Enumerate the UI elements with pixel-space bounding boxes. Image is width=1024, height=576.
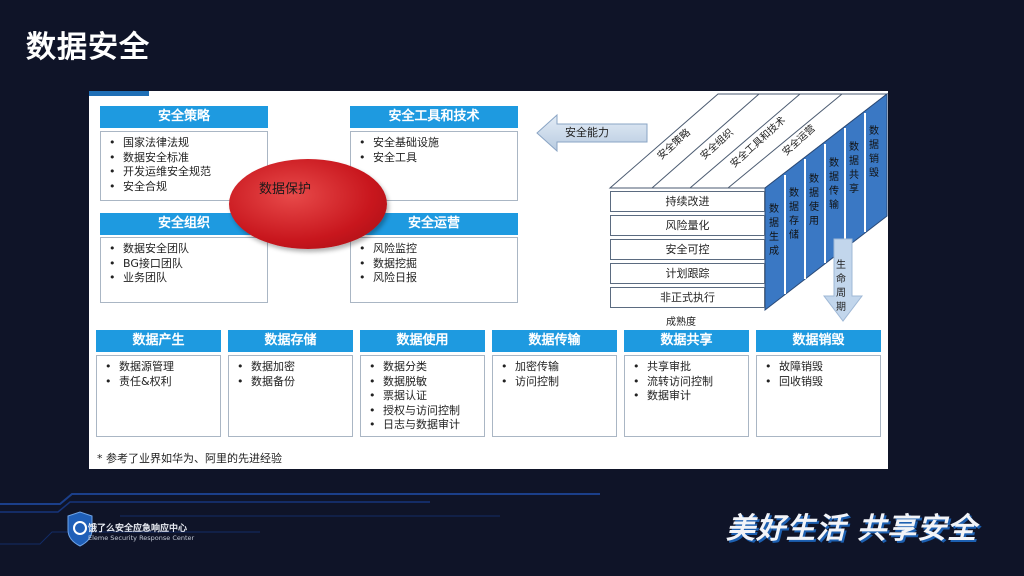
list-item: 票据认证 <box>369 389 478 404</box>
footer-circuit-graphic <box>0 493 600 547</box>
org-header: 安全组织 <box>100 213 268 235</box>
list-item: BG接口团队 <box>109 257 261 272</box>
maturity-level: 安全可控 <box>610 239 765 260</box>
lifecycle-header: 数据存储 <box>228 330 353 352</box>
list-item: 数据挖掘 <box>359 257 511 272</box>
slide-title: 数据安全 <box>26 30 150 65</box>
list-item: 国家法律法规 <box>109 136 261 151</box>
list-item: 授权与访问控制 <box>369 404 478 419</box>
list-item: 回收销毁 <box>765 375 874 390</box>
list-item: 安全工具 <box>359 151 511 166</box>
cube-side-label: 数据共享 <box>849 142 859 195</box>
list-item: 数据源管理 <box>105 360 214 375</box>
ops-box: 风险监控 数据挖掘 风险日报 <box>350 237 518 303</box>
lifecycle-box: 数据分类 数据脱敏 票据认证 授权与访问控制 日志与数据审计 <box>360 355 485 437</box>
ops-header: 安全运营 <box>350 213 518 235</box>
lifecycle-axis-label: 生命周期 <box>836 260 846 313</box>
maturity-level: 计划跟踪 <box>610 263 765 284</box>
list-item: 数据安全标准 <box>109 151 261 166</box>
lifecycle-box: 故障销毁 回收销毁 <box>756 355 881 437</box>
footnote: * 参考了业界如华为、阿里的先进经验 <box>97 452 282 465</box>
list-item: 数据审计 <box>633 389 742 404</box>
list-item: 数据脱敏 <box>369 375 478 390</box>
cube-graphic <box>608 92 888 322</box>
lifecycle-box: 数据源管理 责任&权利 <box>96 355 221 437</box>
list-item: 数据安全团队 <box>109 242 261 257</box>
data-protection-ellipse: 数据保护 <box>229 159 387 249</box>
list-item: 数据备份 <box>237 375 346 390</box>
content-panel: 安全策略 国家法律法规 数据安全标准 开发运维安全规范 安全合规 安全工具和技术… <box>89 91 888 469</box>
maturity-axis-label: 成熟度 <box>666 317 696 328</box>
lifecycle-box: 数据加密 数据备份 <box>228 355 353 437</box>
cube-side-label: 数据销毁 <box>869 126 879 179</box>
lifecycle-header: 数据销毁 <box>756 330 881 352</box>
list-item: 责任&权利 <box>105 375 214 390</box>
list-item: 故障销毁 <box>765 360 874 375</box>
list-item: 开发运维安全规范 <box>109 165 261 180</box>
tools-header: 安全工具和技术 <box>350 106 518 128</box>
list-item: 日志与数据审计 <box>369 418 478 433</box>
policy-box: 国家法律法规 数据安全标准 开发运维安全规范 安全合规 <box>100 131 268 201</box>
list-item: 业务团队 <box>109 271 261 286</box>
lifecycle-header: 数据共享 <box>624 330 749 352</box>
capability-arrow-label: 安全能力 <box>565 126 609 139</box>
maturity-level: 持续改进 <box>610 191 765 212</box>
data-protection-label: 数据保护 <box>259 182 312 197</box>
list-item: 数据加密 <box>237 360 346 375</box>
list-item: 风险日报 <box>359 271 511 286</box>
list-item: 数据分类 <box>369 360 478 375</box>
cube-side-label: 数据传输 <box>829 158 839 211</box>
lifecycle-header: 数据使用 <box>360 330 485 352</box>
lifecycle-header: 数据传输 <box>492 330 617 352</box>
maturity-level: 风险量化 <box>610 215 765 236</box>
org-name-en: Eleme Security Response Center <box>88 534 195 542</box>
list-item: 加密传输 <box>501 360 610 375</box>
lifecycle-box: 加密传输 访问控制 <box>492 355 617 437</box>
slogan: 美好生活 共享安全 <box>726 511 978 545</box>
list-item: 风险监控 <box>359 242 511 257</box>
list-item: 共享审批 <box>633 360 742 375</box>
list-item: 访问控制 <box>501 375 610 390</box>
lifecycle-box: 共享审批 流转访问控制 数据审计 <box>624 355 749 437</box>
cube-side-label: 数据使用 <box>809 174 819 227</box>
panel-tab <box>89 91 149 96</box>
list-item: 流转访问控制 <box>633 375 742 390</box>
capability-arrow: 安全能力 <box>535 113 649 153</box>
list-item: 安全基础设施 <box>359 136 511 151</box>
lifecycle-header: 数据产生 <box>96 330 221 352</box>
maturity-level: 非正式执行 <box>610 287 765 308</box>
list-item: 安全合规 <box>109 180 261 195</box>
cube-side-label: 数据存储 <box>789 188 799 241</box>
maturity-cube: 安全策略 安全组织 安全工具和技术 安全运营 数据生成 数据存储 数据使用 数据… <box>608 91 888 328</box>
org-box: 数据安全团队 BG接口团队 业务团队 <box>100 237 268 303</box>
left-arrow-icon <box>536 113 648 153</box>
shield-icon <box>67 511 93 547</box>
cube-side-label: 数据生成 <box>769 204 779 257</box>
org-name: 饿了么安全应急响应中心 <box>88 524 188 534</box>
policy-header: 安全策略 <box>100 106 268 128</box>
